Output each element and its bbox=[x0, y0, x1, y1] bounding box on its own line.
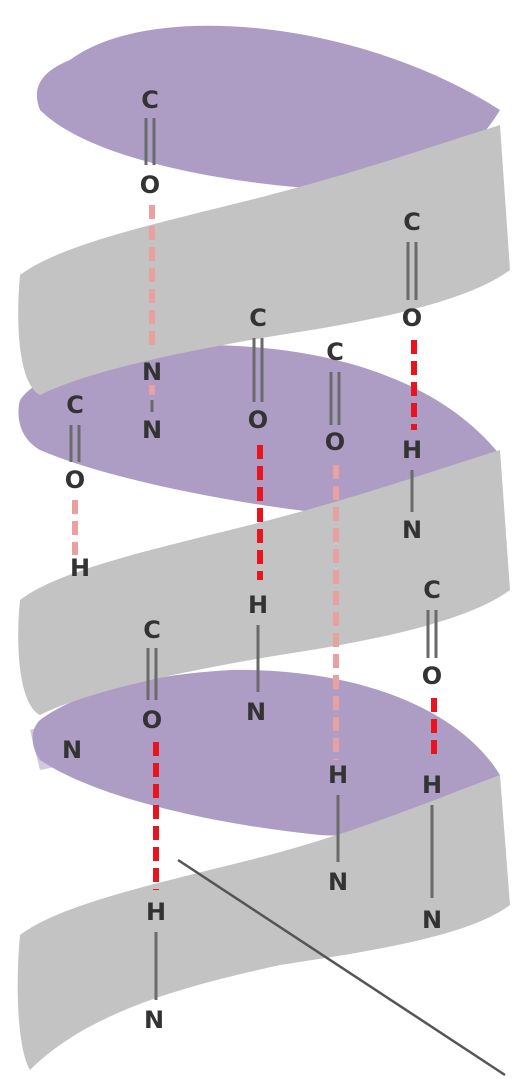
atom-h3: H bbox=[248, 591, 268, 619]
ribbon-front-3 bbox=[17, 775, 510, 1070]
atom-c7: C bbox=[423, 576, 441, 604]
atom-h6: H bbox=[402, 436, 422, 464]
leader-line bbox=[177, 858, 506, 1077]
atom-c1: C bbox=[141, 86, 159, 114]
atom-c2: C bbox=[66, 391, 84, 419]
fold-shade-1 bbox=[30, 372, 260, 450]
atom-n3: N bbox=[246, 698, 266, 726]
ribbon-fold-shading bbox=[30, 372, 270, 770]
ribbon-front-2 bbox=[18, 450, 511, 715]
atom-h4: H bbox=[328, 761, 348, 789]
atom-o3: O bbox=[248, 406, 268, 434]
atom-n6: N bbox=[402, 516, 422, 544]
atom-o5: O bbox=[142, 706, 162, 734]
atom-h2: H bbox=[70, 554, 90, 582]
atom-n7: N bbox=[422, 906, 442, 934]
atom-n5: N bbox=[144, 1006, 164, 1034]
atom-n1: N bbox=[142, 416, 162, 444]
atom-n4: N bbox=[328, 868, 348, 896]
atom-c5: C bbox=[143, 616, 161, 644]
atom-o4: O bbox=[325, 428, 345, 456]
atom-n1a: N bbox=[142, 358, 162, 386]
atom-h7: H bbox=[422, 771, 442, 799]
atom-labels: C O N N C O H N C O H N C O H N C O H N C O H N C O H N bbox=[62, 86, 442, 1034]
hydrogen-bonds bbox=[72, 205, 437, 890]
fold-shade-2 bbox=[30, 690, 270, 770]
atom-c4: C bbox=[326, 338, 344, 366]
atom-o6: O bbox=[402, 304, 422, 332]
atom-h5: H bbox=[146, 898, 166, 926]
covalent-bonds bbox=[69, 118, 438, 1000]
atom-c6: C bbox=[403, 208, 421, 236]
ribbon-front-1 bbox=[18, 125, 511, 395]
atom-o2: O bbox=[65, 466, 85, 494]
ribbon-front-faces bbox=[17, 125, 511, 1070]
atom-n2: N bbox=[62, 736, 82, 764]
atom-o7: O bbox=[422, 662, 442, 690]
atom-c3: C bbox=[249, 304, 267, 332]
atom-o1: O bbox=[140, 171, 160, 199]
